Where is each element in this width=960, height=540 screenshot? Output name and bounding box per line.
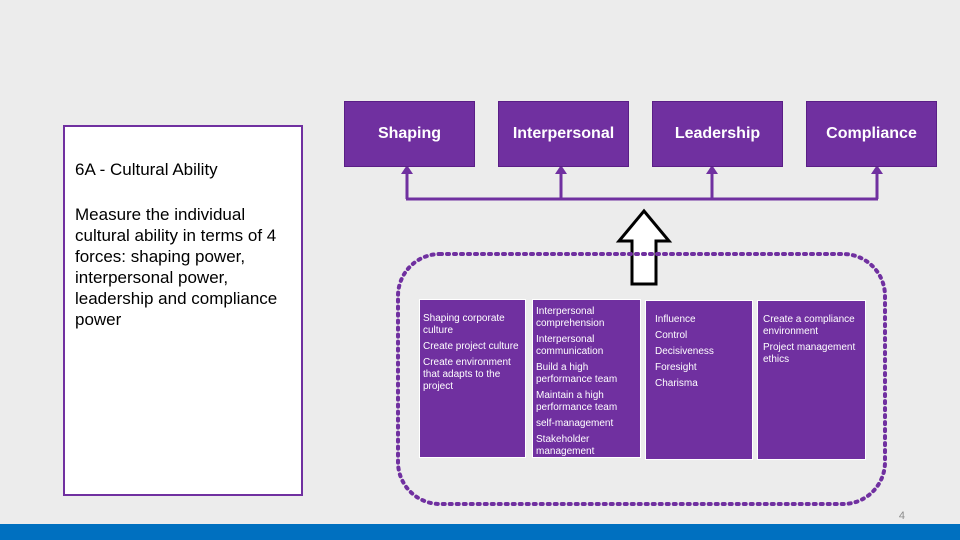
detail-item: Create a compliance environment xyxy=(763,314,855,337)
force-label: Shaping xyxy=(377,125,442,142)
detail-item: Create project culture xyxy=(423,341,519,352)
description-text: Measure the individual cultural ability … xyxy=(75,205,278,329)
detail-item: Create environment that adapts to the pr… xyxy=(423,357,511,392)
description-title: 6A - Cultural Ability xyxy=(75,160,218,179)
detail-item: Maintain a high performance team xyxy=(536,390,618,413)
detail-box-interpersonal: Interpersonal comprehension Interpersona… xyxy=(532,299,641,458)
force-box-compliance: Compliance xyxy=(806,101,937,167)
arrowhead-compliance xyxy=(871,165,883,174)
detail-item: Stakeholder management xyxy=(536,434,595,457)
detail-item: Decisiveness xyxy=(655,346,714,357)
detail-box-shaping: Shaping corporate culture Create project… xyxy=(419,299,526,458)
force-box-shaping: Shaping xyxy=(344,101,475,167)
force-label: Leadership xyxy=(674,125,761,142)
force-label: Compliance xyxy=(826,125,917,142)
detail-box-leadership: Influence Control Decisiveness Foresight… xyxy=(645,300,753,460)
dotted-group-outline xyxy=(396,252,887,506)
description-box: 6A - Cultural Ability Measure the indivi… xyxy=(63,125,303,496)
up-arrow-icon xyxy=(615,208,673,286)
force-label: Interpersonal xyxy=(512,125,615,142)
detail-item: Control xyxy=(655,330,688,341)
detail-item: Charisma xyxy=(655,378,698,389)
arrowhead-shaping xyxy=(401,165,413,174)
detail-item: Foresight xyxy=(655,362,697,373)
arrowhead-leadership xyxy=(706,165,718,174)
detail-item: Shaping corporate culture xyxy=(423,313,505,336)
detail-item: Interpersonal communication xyxy=(536,334,604,357)
detail-item: Interpersonal comprehension xyxy=(536,306,605,329)
arrowhead-interpersonal xyxy=(555,165,567,174)
force-box-interpersonal: Interpersonal xyxy=(498,101,629,167)
detail-item: Project management ethics xyxy=(763,342,856,365)
detail-item: Influence xyxy=(655,314,696,325)
detail-box-compliance: Create a compliance environment Project … xyxy=(757,300,866,460)
page-number: 4 xyxy=(898,510,905,522)
detail-item: Build a high performance team xyxy=(536,362,618,385)
detail-item: self-management xyxy=(536,418,614,429)
footer-bar xyxy=(0,524,960,540)
force-box-leadership: Leadership xyxy=(652,101,783,167)
